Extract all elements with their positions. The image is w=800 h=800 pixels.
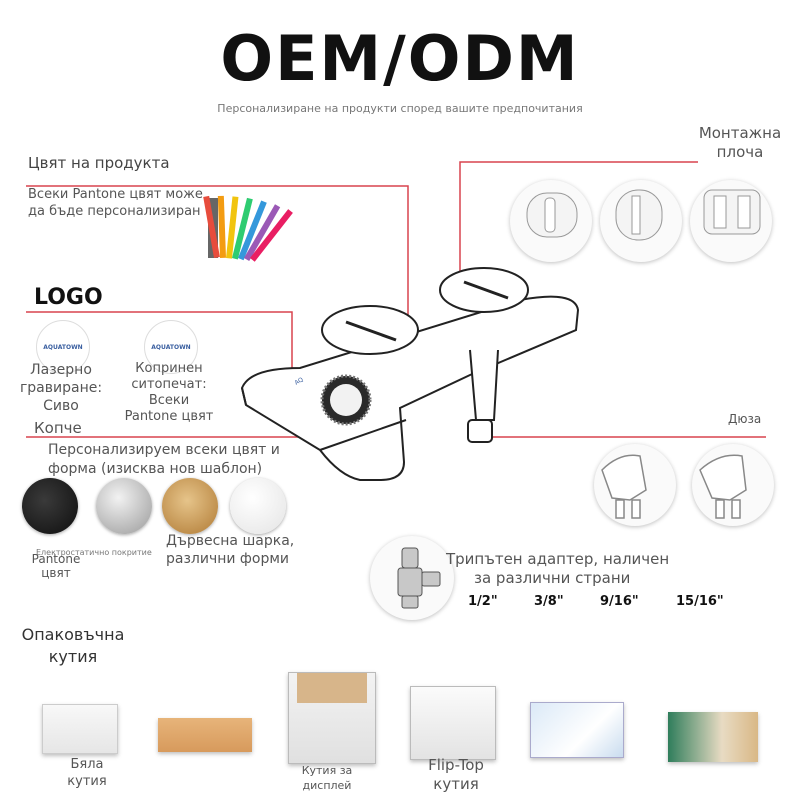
electrostatic-label: Електростатично покритие [36,548,152,557]
package-green-box [668,712,758,762]
adapter-text-line1: Трипътен адаптер, наличен [446,550,670,568]
package-white-box [42,704,118,754]
logo-silk-text: Копринен ситопечат: Всеки Pantone цвят [124,361,214,424]
logo-silk-circle: AQUATOWN [144,320,198,374]
knob-on-body [320,374,372,426]
adapter-size-2: 3/8" [534,594,564,609]
mount-heading-line1: Монтажна [698,124,782,142]
bidet-body [240,267,580,481]
mount-heading-line2: плоча [716,143,764,161]
display-box-label: Кутия за дисплей [301,764,353,792]
knob-text-line2: форма (изисква нов шаблон) [48,461,263,477]
adapter-size-1: 1/2" [468,594,498,609]
package-flip-top-box [410,686,496,760]
white-box-label: Бяла кутия [67,757,107,789]
adapter-text-line2: за различни страни [474,569,631,587]
logo-heading: LOGO [34,285,103,310]
color-heading: Цвят на продукта [28,154,170,172]
packaging-heading: Опаковъчна кутия [21,625,125,666]
color-callout-line [26,185,409,322]
mount-plate-options [526,189,761,241]
package-display-box [288,672,376,764]
logo-silk-brand: AQUATOWN [151,343,191,351]
knob-pantone-text: Pantone цвят [31,552,81,580]
adapter-size-3: 9/16" [600,594,639,609]
pantone-fan-icon [203,195,293,262]
flip-top-label: Flip-Top кутия [428,756,484,793]
knob-wood-text: Дървесна шарка, различни форми [166,533,295,567]
package-kraft-box [158,718,252,752]
logo-laser-circle: AQUATOWN [36,320,90,374]
knob-text-line1: Персонализируем всеки цвят и [48,442,280,458]
nozzle-heading: Дюза [728,412,762,426]
package-printed-box [530,702,624,758]
adapter-drawing [397,547,441,609]
logo-laser-text: Лазерно гравиране: Сиво [19,362,103,414]
adapter-size-4: 15/16" [676,594,724,609]
mount-callout-line [459,161,698,290]
knob-heading: Копче [34,419,82,437]
color-text-line1: Всеки Pantone цвят може [28,187,203,202]
logo-laser-brand: AQUATOWN [43,343,83,351]
knob-black [22,478,78,534]
knob-white [230,478,286,534]
knob-silver [96,478,152,534]
body-brand-mark: AQ [294,376,305,387]
color-text-line2: да бъде персонализиран [28,204,201,219]
nozzle-drawings [601,454,747,519]
logo-callout-line [26,311,293,380]
page-title: OEM/ODM [220,22,580,95]
knob-wood [162,478,218,534]
page-subtitle: Персонализиране на продукти според вашит… [217,102,583,115]
